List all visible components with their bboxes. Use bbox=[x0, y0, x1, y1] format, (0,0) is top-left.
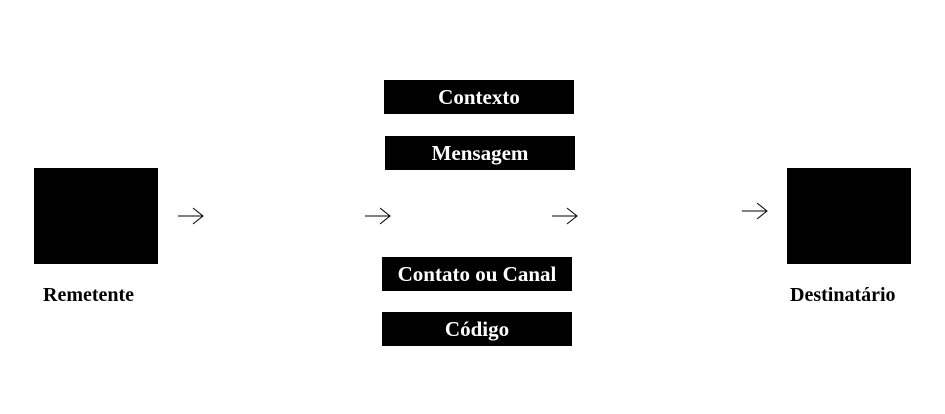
arrow-right-icon bbox=[551, 206, 579, 226]
contato-ou-canal-box: Contato ou Canal bbox=[382, 257, 572, 291]
receiver-block bbox=[787, 168, 911, 264]
mensagem-box: Mensagem bbox=[385, 136, 575, 170]
codigo-box: Código bbox=[382, 312, 572, 346]
arrow-right-icon bbox=[364, 206, 392, 226]
sender-block bbox=[34, 168, 158, 264]
arrow-right-icon bbox=[741, 201, 769, 221]
arrow-right-icon bbox=[177, 206, 205, 226]
sender-label: Remetente bbox=[43, 284, 135, 306]
contexto-box: Contexto bbox=[384, 80, 574, 114]
receiver-label: Destinatário bbox=[790, 284, 896, 306]
